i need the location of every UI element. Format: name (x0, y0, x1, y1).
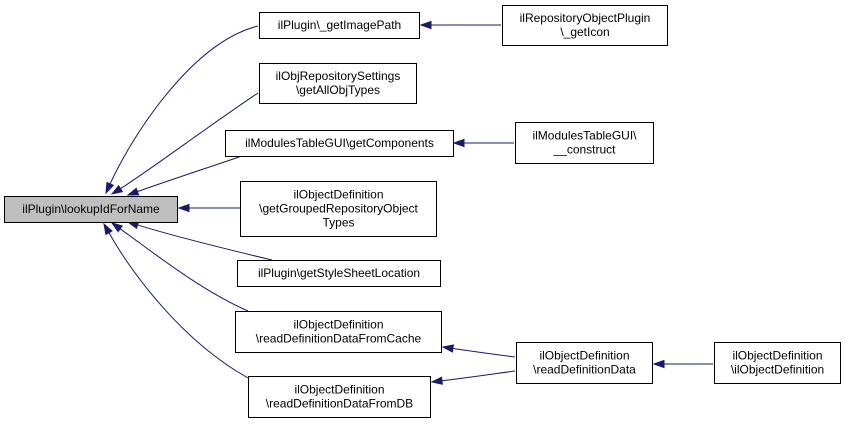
node-box (225, 130, 454, 157)
edge-line (109, 25, 259, 185)
edge-ctor-to-readData (652, 359, 713, 369)
edge-line (119, 228, 249, 312)
node-label: ilModulesTableGUI\getComponents (245, 136, 434, 150)
node-box (235, 311, 442, 353)
node-label: ilRepositoryObjectPlugin (520, 11, 651, 25)
node-label: \getGroupedRepositoryObject (259, 202, 418, 216)
edge-readCache-to-root (110, 222, 249, 312)
node-label: ilModulesTableGUI\ (532, 129, 637, 143)
edge-line (452, 347, 516, 358)
edge-readData-to-readDB (430, 370, 516, 385)
node-getAllObjTypes[interactable]: ilObjRepositorySettings\getAllObjTypes (259, 63, 417, 104)
node-label: \readDefinitionDataFromDB (266, 397, 413, 411)
arrowhead (430, 376, 443, 385)
node-root[interactable]: ilPlugin\lookupIdForName (4, 196, 178, 223)
node-label: ilObjectDefinition (293, 318, 383, 332)
node-ctor[interactable]: ilObjectDefinition\ilObjectDefinition (714, 342, 841, 384)
node-label: __construct (552, 143, 616, 157)
edge-line (108, 232, 249, 379)
node-label: ilObjectDefinition (539, 349, 629, 363)
arrowhead (110, 184, 124, 195)
edge-readData-to-readCache (441, 344, 516, 358)
node-label: \getAllObjTypes (296, 83, 380, 97)
node-label: ilObjectDefinition (732, 349, 822, 363)
node-box (259, 12, 420, 39)
node-box (259, 63, 417, 104)
arrowhead (105, 181, 115, 195)
node-readData[interactable]: ilObjectDefinition\readDefinitionData (516, 342, 653, 384)
arrowhead (126, 187, 140, 196)
edge-getComponents-to-root (126, 155, 243, 196)
node-getGrouped[interactable]: ilObjectDefinition\getGroupedRepositoryO… (240, 181, 437, 237)
edge-getAllObjTypes-to-root (110, 92, 259, 195)
node-box (240, 181, 437, 237)
arrowhead (177, 203, 190, 213)
node-label: \readDefinitionData (533, 363, 636, 377)
node-box (714, 342, 841, 384)
node-getComponents[interactable]: ilModulesTableGUI\getComponents (225, 130, 454, 157)
edge-construct-to-getComponents (452, 138, 515, 148)
node-box (502, 5, 668, 46)
node-box (237, 260, 441, 287)
edge-readDB-to-root (103, 222, 249, 379)
node-label: \readDefinitionDataFromCache (256, 332, 422, 346)
edge-line (120, 92, 259, 190)
node-label: ilPlugin\_getImagePath (278, 18, 401, 32)
arrowhead (452, 138, 465, 148)
node-label: \ilObjectDefinition (731, 363, 824, 377)
node-label: Types (322, 216, 354, 230)
node-box (4, 196, 178, 223)
edge-getImagePath-to-root (105, 25, 259, 195)
edge-line (137, 155, 243, 193)
arrowhead (103, 222, 113, 236)
arrowhead (441, 344, 455, 353)
node-readDB[interactable]: ilObjectDefinition\readDefinitionDataFro… (248, 376, 431, 418)
node-label: \_getIcon (560, 25, 609, 39)
node-getStyleSheet[interactable]: ilPlugin\getStyleSheetLocation (237, 260, 441, 287)
node-getIcon[interactable]: ilRepositoryObjectPlugin\_getIcon (502, 5, 668, 46)
node-label: ilObjectDefinition (294, 383, 384, 397)
edge-line (137, 224, 273, 261)
node-label: ilPlugin\lookupIdForName (22, 202, 160, 216)
arrowhead (110, 222, 123, 233)
node-construct[interactable]: ilModulesTableGUI\__construct (515, 122, 654, 164)
arrowhead (652, 359, 665, 369)
node-label: ilPlugin\getStyleSheetLocation (258, 266, 420, 280)
node-label: ilObjRepositorySettings (276, 69, 401, 83)
edge-getIcon-to-getImagePath (419, 20, 501, 30)
node-box (516, 342, 653, 384)
node-getImagePath[interactable]: ilPlugin\_getImagePath (259, 12, 420, 39)
arrowhead (419, 20, 432, 30)
node-label: ilObjectDefinition (293, 188, 383, 202)
node-readCache[interactable]: ilObjectDefinition\readDefinitionDataFro… (235, 311, 442, 353)
edge-getGrouped-to-root (177, 203, 241, 213)
edge-line (441, 370, 516, 382)
node-box (248, 376, 431, 418)
node-box (515, 122, 654, 164)
